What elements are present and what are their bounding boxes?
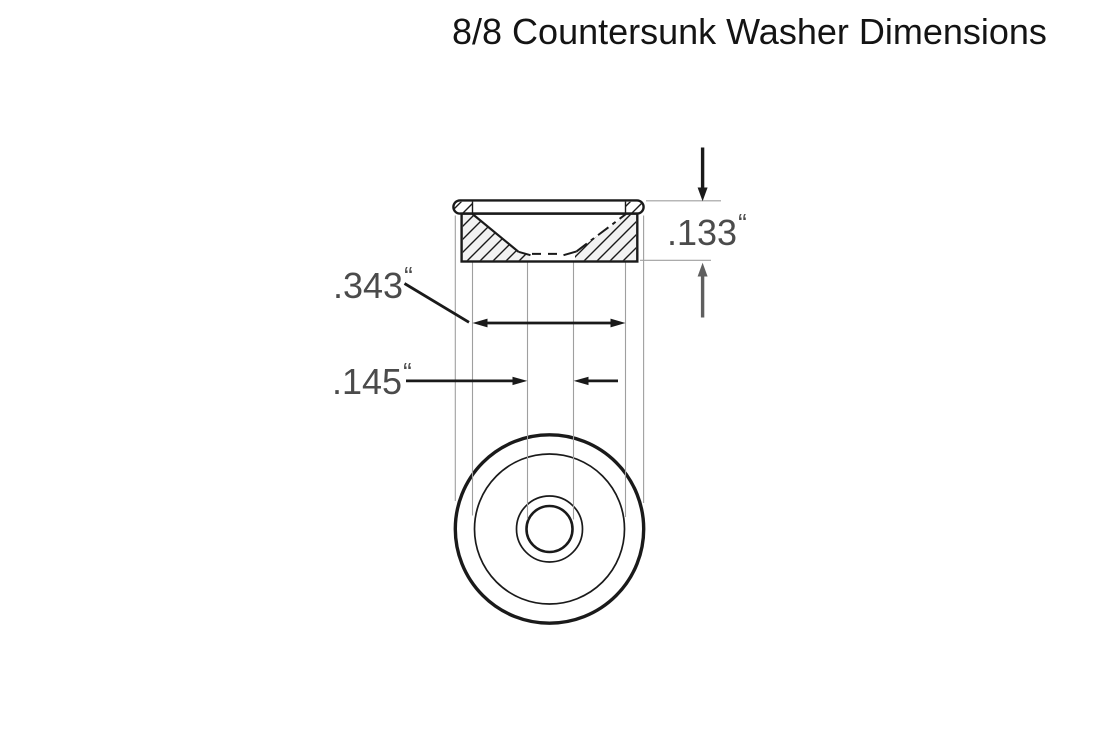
countersink-bottom-tick-left <box>518 250 531 257</box>
outer-diameter-circle <box>453 433 646 625</box>
washer-top-rim <box>452 199 645 215</box>
arrowhead-left <box>472 318 488 328</box>
countersink-opening-circle <box>473 453 626 605</box>
inch-mark: “ <box>403 357 412 387</box>
dimension-value: .133 <box>667 212 738 253</box>
up-arrowhead <box>697 262 708 277</box>
leader-line <box>403 282 470 324</box>
inch-mark: “ <box>738 208 747 238</box>
arrowhead-pointing-right <box>512 376 528 386</box>
section-hatching-left <box>462 214 530 261</box>
inch-mark: “ <box>404 261 413 291</box>
dimension-label-hole-diameter: .145“ <box>332 357 412 403</box>
dimension-hole-diameter <box>406 376 618 386</box>
dimension-countersink-diameter <box>403 282 626 328</box>
dimension-label-thickness: .133“ <box>667 208 747 254</box>
page-title: 8/8 Countersunk Washer Dimensions <box>452 11 1047 52</box>
washer-section-view <box>452 199 645 263</box>
dimension-thickness <box>697 147 708 318</box>
section-hatching-right <box>575 214 637 261</box>
extension-lines <box>454 200 721 520</box>
countersink-profile <box>471 213 627 257</box>
dimension-label-countersink-diameter: .343“ <box>333 261 413 307</box>
countersink-bottom-circle <box>515 495 584 563</box>
countersink-bottom-tick-right <box>563 250 577 257</box>
arrowhead-pointing-left <box>573 376 589 386</box>
countersink-left-slant <box>471 213 520 253</box>
countersink-right-slant-hidden <box>575 213 627 253</box>
washer-top-view <box>453 433 646 625</box>
dimension-value: .343 <box>333 265 404 306</box>
center-hole-circle <box>525 504 574 554</box>
down-arrowhead <box>697 187 708 202</box>
arrowhead-right <box>610 318 626 328</box>
rim-hatching <box>454 201 643 213</box>
dimension-value: .145 <box>332 361 403 402</box>
